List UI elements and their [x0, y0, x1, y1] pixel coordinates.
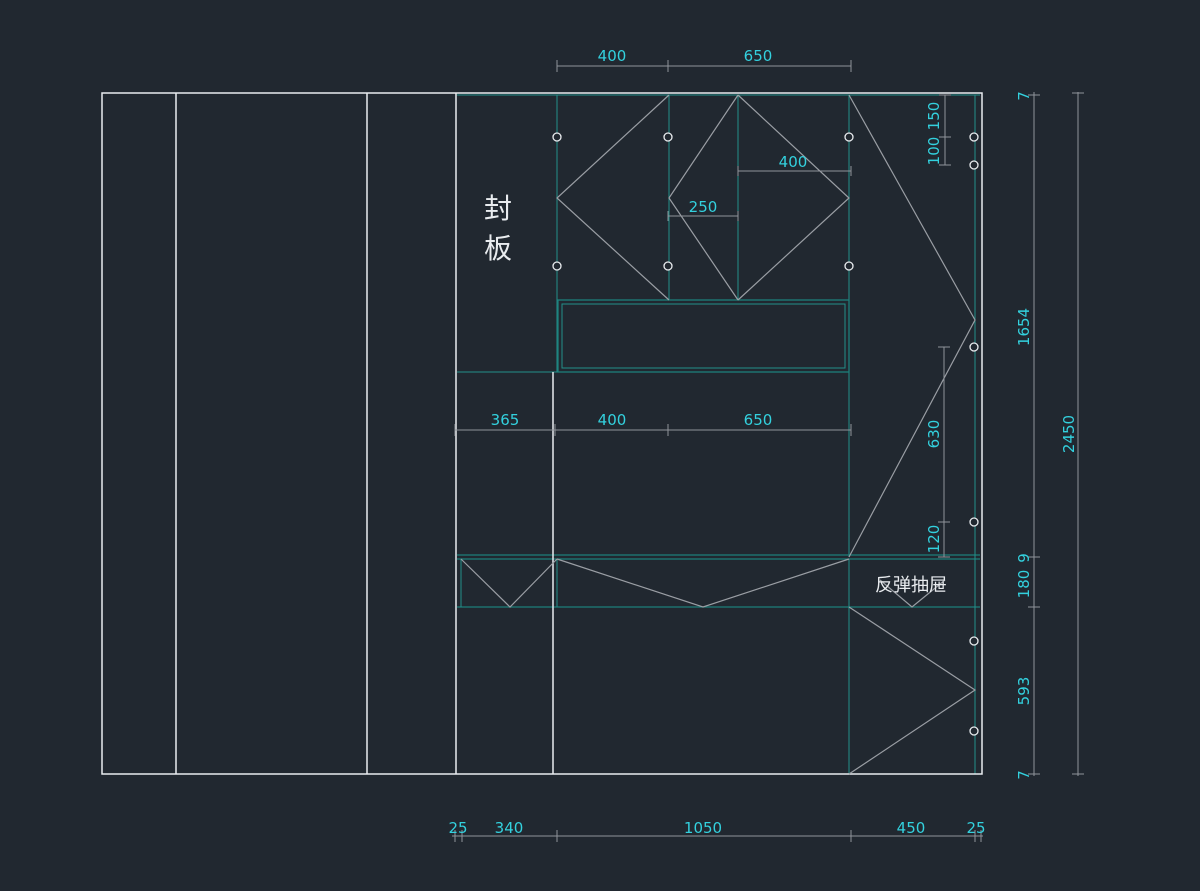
- dim-right-593: 593: [1015, 677, 1033, 706]
- label-sealing-board-1: 封: [484, 192, 512, 225]
- dim-right-9: 9: [1015, 553, 1033, 563]
- dim-right-2450: 2450: [1060, 415, 1078, 453]
- drawing-labels: 封 板 反弹抽屉: [484, 192, 947, 596]
- hinge-hole: [663, 132, 673, 142]
- dim-right-1654: 1654: [1015, 308, 1033, 346]
- hinge-hole: [969, 160, 979, 170]
- dim-mid-365: 365: [491, 411, 520, 429]
- label-push-drawer: 反弹抽屉: [875, 575, 947, 596]
- hinge-hole: [969, 132, 979, 142]
- dim-right-100: 100: [925, 137, 943, 166]
- door-swing-lines: [460, 94, 977, 775]
- dim-mid-400: 400: [598, 411, 627, 429]
- label-sealing-board-2: 板: [484, 232, 512, 265]
- hinge-hole: [969, 517, 979, 527]
- dim-inner-250: 250: [689, 198, 718, 216]
- hinge-holes: [552, 132, 979, 736]
- cabinet-panel-lines: [457, 94, 980, 774]
- hinge-hole: [663, 261, 673, 271]
- dim-right-7-top: 7: [1015, 91, 1033, 101]
- dim-mid-650: 650: [744, 411, 773, 429]
- cabinet-outline: [101, 92, 983, 775]
- hinge-hole: [969, 726, 979, 736]
- dim-right-150: 150: [925, 102, 943, 131]
- hinge-hole: [552, 132, 562, 142]
- hinge-hole: [969, 342, 979, 352]
- dim-bottom-25-right: 25: [966, 819, 985, 837]
- dim-right-180: 180: [1015, 570, 1033, 599]
- hinge-hole: [552, 261, 562, 271]
- dim-bottom-340: 340: [495, 819, 524, 837]
- dim-top-650: 650: [744, 47, 773, 65]
- dim-right-630: 630: [925, 420, 943, 449]
- dim-bottom-450: 450: [897, 819, 926, 837]
- hinge-hole: [844, 132, 854, 142]
- dim-bottom-25-left: 25: [448, 819, 467, 837]
- dimension-texts: 400 650 400 250 365 400 650 25 340 1050 …: [448, 47, 1078, 837]
- hinge-hole: [844, 261, 854, 271]
- dim-top-400: 400: [598, 47, 627, 65]
- open-niche: [557, 299, 850, 373]
- hinge-hole: [969, 636, 979, 646]
- dimension-lines: [452, 60, 1084, 842]
- dim-right-7-bottom: 7: [1015, 770, 1033, 780]
- dim-bottom-1050: 1050: [684, 819, 722, 837]
- dim-right-120: 120: [925, 525, 943, 554]
- dim-inner-400: 400: [779, 153, 808, 171]
